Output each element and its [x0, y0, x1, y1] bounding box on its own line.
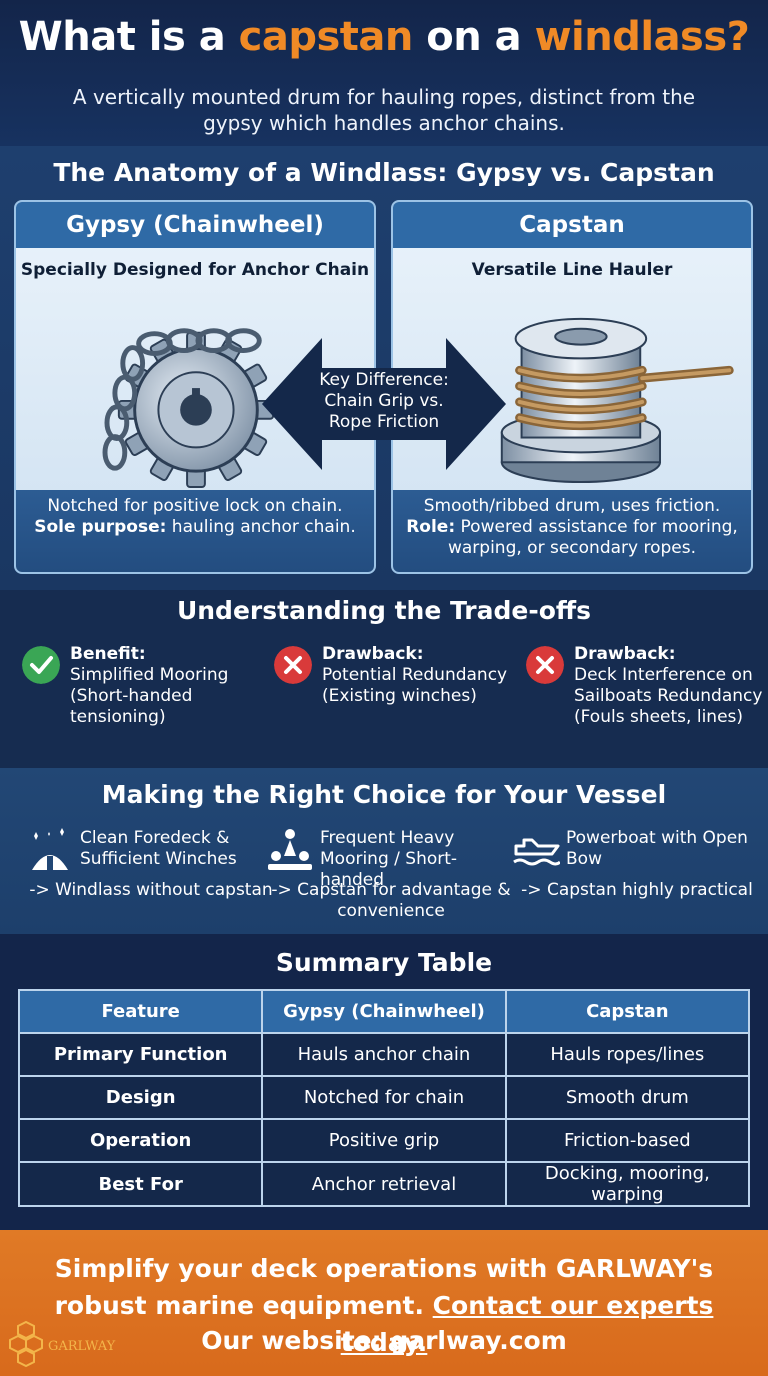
gypsy-desc-label: Sole purpose: [34, 517, 167, 537]
capstan-drum-illustration [500, 317, 734, 484]
capstan-desc-line2: Role: Powered assistance for mooring, wa… [393, 517, 751, 559]
clean-deck-icon [32, 828, 68, 870]
capstan-panel-subtitle: Versatile Line Hauler [471, 260, 673, 280]
row-header: Design [17, 1075, 264, 1120]
choice-condition: Clean Foredeck & Sufficient Winches [80, 828, 237, 869]
key-difference-line2: Chain Grip vs. [324, 391, 444, 411]
key-difference-line1: Key Difference: [319, 370, 449, 390]
capstan-panel-title: Capstan [393, 202, 751, 248]
table-cell: Friction-based [504, 1118, 751, 1163]
footer: Simplify your deck operations with GARLW… [0, 1230, 768, 1376]
column-header: Feature [17, 989, 264, 1034]
gypsy-desc-text: hauling anchor chain. [166, 517, 356, 537]
website-link[interactable]: Our website: garlway.com [201, 1326, 567, 1355]
tradeoff-description: Simplified Mooring (Short-handed tension… [70, 665, 229, 727]
table-cell: Notched for chain [261, 1075, 507, 1120]
gypsy-desc-line1: Notched for positive lock on chain. [47, 496, 343, 516]
table-header-row: Feature Gypsy (Chainwheel) Capstan [17, 989, 751, 1034]
key-difference-callout: Key Difference: Chain Grip vs. Rope Fric… [300, 370, 468, 433]
gypsy-panel-description: Notched for positive lock on chain. Sole… [16, 490, 374, 572]
choice-condition: Frequent Heavy Mooring / Short-handed [320, 828, 458, 890]
tradeoff-text: Benefit: Simplified Mooring (Short-hande… [70, 644, 260, 728]
header: What is a capstan on a windlass? A verti… [0, 0, 768, 146]
tradeoffs-section: Understanding the Trade-offs Benefit: Si… [0, 590, 768, 768]
choice-result: -> Windlass without capstan [29, 880, 273, 900]
table-cell: Smooth drum [504, 1075, 751, 1120]
table-cell: Hauls ropes/lines [504, 1032, 751, 1077]
logo-text: GARLWAY [48, 1339, 116, 1354]
page-title: What is a capstan on a windlass? [0, 14, 768, 60]
footer-message: Simplify your deck operations with GARLW… [20, 1250, 748, 1361]
row-header: Operation [17, 1118, 264, 1163]
double-arrow-icon [262, 338, 506, 470]
key-difference-line3: Rope Friction [328, 412, 440, 432]
crew-icon [268, 829, 312, 870]
row-header: Primary Function [17, 1032, 264, 1077]
gypsy-panel-subtitle: Specially Designed for Anchor Chain [20, 260, 370, 280]
anatomy-section: The Anatomy of a Windlass: Gypsy vs. Cap… [0, 146, 768, 590]
tradeoff-text: Drawback: Potential Redundancy (Existing… [322, 644, 512, 707]
capstan-desc-text: Powered assistance for mooring, warping,… [447, 517, 738, 558]
tradeoff-label: Drawback: [322, 644, 424, 664]
powerboat-icon [513, 838, 560, 866]
tradeoff-description: Potential Redundancy (Existing winches) [322, 665, 508, 706]
summary-heading: Summary Table [275, 948, 493, 977]
gypsy-panel-title: Gypsy (Chainwheel) [16, 202, 374, 248]
choice-result: -> Capstan for advantage & convenience [271, 880, 511, 921]
contact-experts-link[interactable]: Contact our experts today. [340, 1291, 714, 1357]
anatomy-heading: The Anatomy of a Windlass: Gypsy vs. Cap… [53, 158, 715, 187]
table-cell: Hauls anchor chain [261, 1032, 507, 1077]
column-header: Gypsy (Chainwheel) [261, 989, 507, 1034]
choice-condition: Powerboat with Open Bow [566, 828, 748, 869]
table-row: Operation Positive grip Friction-based [17, 1118, 751, 1163]
capstan-desc-label: Role: [406, 517, 456, 537]
tradeoff-text: Drawback: Deck Interference on Sailboats… [574, 644, 764, 728]
capstan-panel: Capstan Versatile Line Hauler [391, 200, 753, 574]
capstan-panel-description: Smooth/ribbed drum, uses friction. Role:… [393, 490, 751, 572]
tradeoffs-heading: Understanding the Trade-offs [176, 596, 592, 625]
footer-text: Simplify your deck operations with GARLW… [54, 1254, 714, 1320]
choice-heading: Making the Right Choice for Your Vessel [101, 780, 667, 809]
choice-section: Making the Right Choice for Your Vessel … [0, 768, 768, 934]
column-header: Capstan [504, 989, 751, 1034]
page-subtitle: A vertically mounted drum for hauling ro… [72, 85, 696, 135]
choice-result: -> Capstan highly practical [521, 880, 753, 900]
table-row: Design Notched for chain Smooth drum [17, 1075, 751, 1120]
table-row: Primary Function Hauls anchor chain Haul… [17, 1032, 751, 1077]
table-cell: Anchor retrieval [261, 1161, 507, 1207]
table-row: Best For Anchor retrieval Docking, moori… [17, 1161, 751, 1207]
tradeoff-label: Drawback: [574, 644, 676, 664]
capstan-desc-line1: Smooth/ribbed drum, uses friction. [423, 496, 721, 516]
check-icon [22, 646, 60, 684]
tradeoff-label: Benefit: [70, 644, 146, 664]
summary-section: Summary Table Feature Gypsy (Chainwheel)… [0, 934, 768, 1230]
title-highlight-capstan: capstan [238, 14, 414, 60]
title-text-1: What is a [18, 14, 239, 60]
summary-table: Feature Gypsy (Chainwheel) Capstan Prima… [17, 989, 751, 1207]
title-highlight-windlass: windlass? [534, 14, 750, 60]
gypsy-desc-line2: Sole purpose: hauling anchor chain. [16, 517, 374, 538]
x-icon [274, 646, 312, 684]
row-header: Best For [17, 1161, 264, 1207]
table-cell: Docking, mooring, warping [504, 1161, 751, 1207]
table-cell: Positive grip [261, 1118, 507, 1163]
title-text-2: on a [412, 14, 535, 60]
x-icon [526, 646, 564, 684]
garlway-logo: GARLWAY [9, 1320, 116, 1368]
tradeoff-description: Deck Interference on Sailboats Redundanc… [574, 665, 763, 727]
gypsy-chainwheel-illustration [102, 328, 275, 488]
